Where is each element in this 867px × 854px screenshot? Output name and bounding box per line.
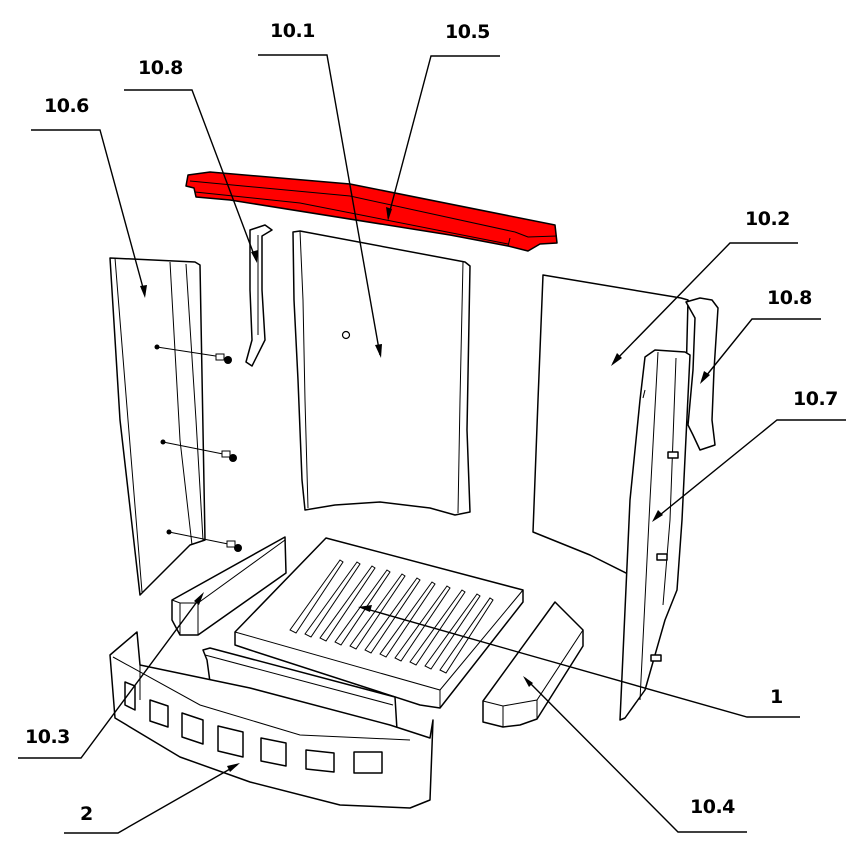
callout-10-5: 10.5 [445, 21, 490, 43]
callout-10-8-right: 10.8 [767, 287, 812, 309]
callout-10-4: 10.4 [690, 796, 735, 818]
callout-2: 2 [80, 803, 93, 825]
part-10-4-right-brick [482, 601, 584, 728]
callout-1: 1 [770, 686, 783, 708]
callout-10-3: 10.3 [25, 726, 70, 748]
part-10-1-back-panel [292, 230, 471, 516]
screw-icon [160, 439, 237, 462]
part-10-6-left-panel [109, 257, 242, 596]
callout-10-1: 10.1 [270, 20, 315, 42]
callout-10-6: 10.6 [44, 95, 89, 117]
leader-lines [18, 54, 846, 834]
screw-icon [154, 344, 232, 364]
callout-10-2: 10.2 [745, 208, 790, 230]
part-1-grate [234, 537, 524, 709]
part-10-3-left-brick [171, 536, 287, 636]
part-10-7-right-front-panel [619, 349, 691, 721]
callout-10-8-left: 10.8 [138, 57, 183, 79]
part-10-8-right-bracket [685, 297, 719, 451]
callout-10-7: 10.7 [793, 388, 838, 410]
part-10-5-baffle [185, 171, 558, 252]
part-10-8-left-bracket [245, 224, 273, 367]
screw-icon [166, 529, 242, 552]
grate-slots [289, 559, 494, 674]
